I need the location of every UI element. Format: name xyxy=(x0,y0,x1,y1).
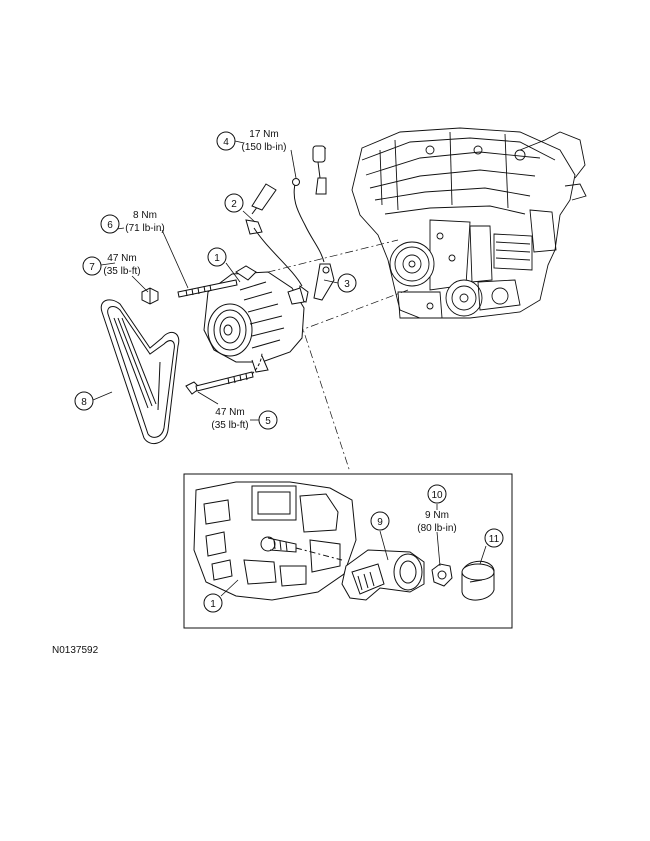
torque-7-imperial: (35 lb-ft) xyxy=(103,266,140,277)
callout-2-number: 2 xyxy=(231,199,237,210)
callout-7-circle xyxy=(82,256,102,276)
bolt-5-illustration xyxy=(185,351,263,395)
alignment-lines xyxy=(251,239,409,473)
bolt-6-illustration xyxy=(177,279,238,298)
torque-10-metric: 9 Nm xyxy=(425,510,449,521)
callout-4-circle xyxy=(216,131,236,151)
callout-1-circle xyxy=(207,247,227,267)
inset-terminal-boot-illustration xyxy=(341,549,425,601)
callout-11-circle xyxy=(484,528,504,548)
inset-cap-11-illustration xyxy=(461,560,495,601)
callout-1b-circle xyxy=(203,593,223,613)
callout-3-circle xyxy=(337,273,357,293)
torque-5-metric: 47 Nm xyxy=(215,407,244,418)
callout-8-number: 8 xyxy=(81,397,87,408)
callout-9-circle xyxy=(370,511,390,531)
callout-3-number: 3 xyxy=(344,279,350,290)
alternator-illustration xyxy=(203,265,305,373)
torque-6-imperial: (71 lb-in) xyxy=(125,223,164,234)
callout-9-number: 9 xyxy=(377,517,383,528)
torque-4-metric: 17 Nm xyxy=(249,129,278,140)
callout-2-circle xyxy=(224,193,244,213)
figure-id-label: N0137592 xyxy=(52,645,99,656)
callout-4-number: 4 xyxy=(223,137,229,148)
callout-1b-number: 1 xyxy=(210,599,216,610)
callout-5-number: 5 xyxy=(265,416,271,427)
torque-7-metric: 47 Nm xyxy=(107,253,136,264)
drive-belt-illustration xyxy=(100,299,180,445)
torque-6-metric: 8 Nm xyxy=(133,210,157,221)
callout-10-circle xyxy=(427,484,447,504)
callout-6-number: 6 xyxy=(107,220,113,231)
nut-7-illustration xyxy=(141,287,159,305)
callout-6-circle xyxy=(100,214,120,234)
inset-alternator-rear-illustration xyxy=(193,481,357,601)
leader-lines xyxy=(92,140,487,597)
callout-7-number: 7 xyxy=(89,262,95,273)
callout-5-circle xyxy=(258,410,278,430)
callout-8-circle xyxy=(74,391,94,411)
torque-4-imperial: (150 lb-in) xyxy=(241,142,286,153)
engine-block-illustration xyxy=(351,127,587,319)
callout-10-number: 10 xyxy=(431,490,443,501)
torque-10-imperial: (80 lb-in) xyxy=(417,523,456,534)
torque-5-imperial: (35 lb-ft) xyxy=(211,420,248,431)
callout-1-number: 1 xyxy=(214,253,220,264)
callout-11-number: 11 xyxy=(489,534,500,545)
